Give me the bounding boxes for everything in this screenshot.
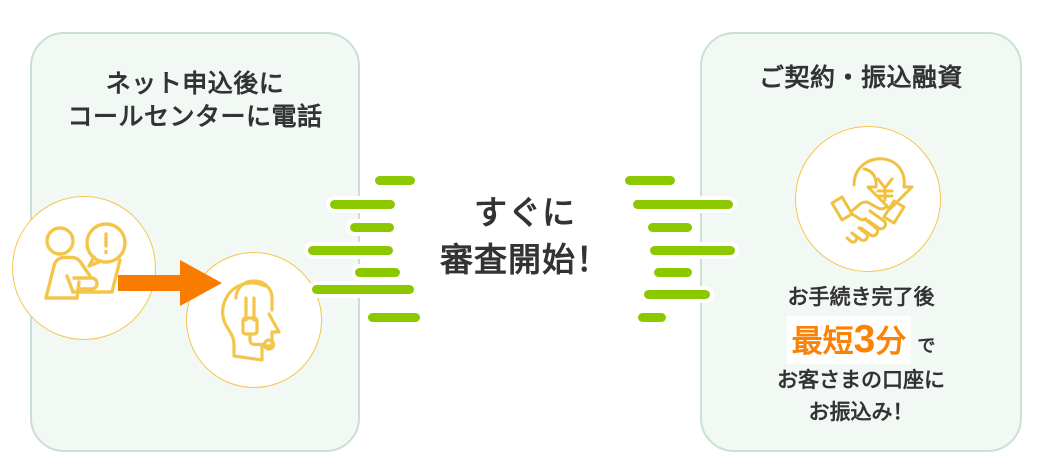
transfer-copy-line-4: お振込み！	[808, 400, 914, 424]
shortest-prefix: 最短	[791, 323, 854, 359]
shortest-unit: 分	[875, 323, 907, 359]
speed-line	[350, 223, 394, 232]
transfer-copy-line-1: お手続き完了後	[787, 286, 935, 309]
transfer-copy-line-3: お客さまの口座に	[777, 369, 945, 393]
handshake-yen-icon	[816, 147, 920, 251]
headset-operator-icon	[208, 274, 300, 366]
transfer-detail-copy: お手続き完了後 最短3分 で お客さまの口座に お振込み！	[700, 282, 1022, 428]
shortest-time-highlight: 最短3分 で	[700, 315, 1022, 365]
speed-line	[638, 313, 666, 322]
speed-line	[355, 268, 400, 277]
applicant-icon-circle	[12, 196, 156, 340]
orange-right-arrow-icon	[118, 258, 222, 308]
person-at-laptop-icon	[32, 220, 136, 316]
deal-icon-circle	[795, 126, 941, 272]
left-panel-title: ネット申込後に コールセンターに電話	[67, 70, 323, 131]
speed-line	[368, 313, 420, 322]
speed-line	[625, 176, 675, 185]
center-headline: すぐに 審査開始！	[440, 194, 610, 278]
speed-line	[312, 285, 414, 294]
shortest-number: 3	[853, 317, 876, 361]
speed-line	[633, 200, 733, 209]
speed-line	[330, 200, 395, 209]
speed-line	[650, 246, 735, 255]
shortest-suffix: で	[917, 335, 936, 356]
speed-line	[648, 223, 692, 232]
speed-line	[308, 246, 393, 255]
speed-lines-right	[618, 0, 758, 462]
right-panel-title: ご契約・振込融資	[758, 64, 963, 92]
operator-icon-circle	[186, 252, 322, 388]
speed-line	[654, 268, 692, 277]
speed-line	[375, 176, 415, 185]
speed-line	[644, 290, 710, 299]
shortest-time-badge: 最短3分	[786, 315, 912, 365]
speed-lines-left	[300, 0, 440, 462]
